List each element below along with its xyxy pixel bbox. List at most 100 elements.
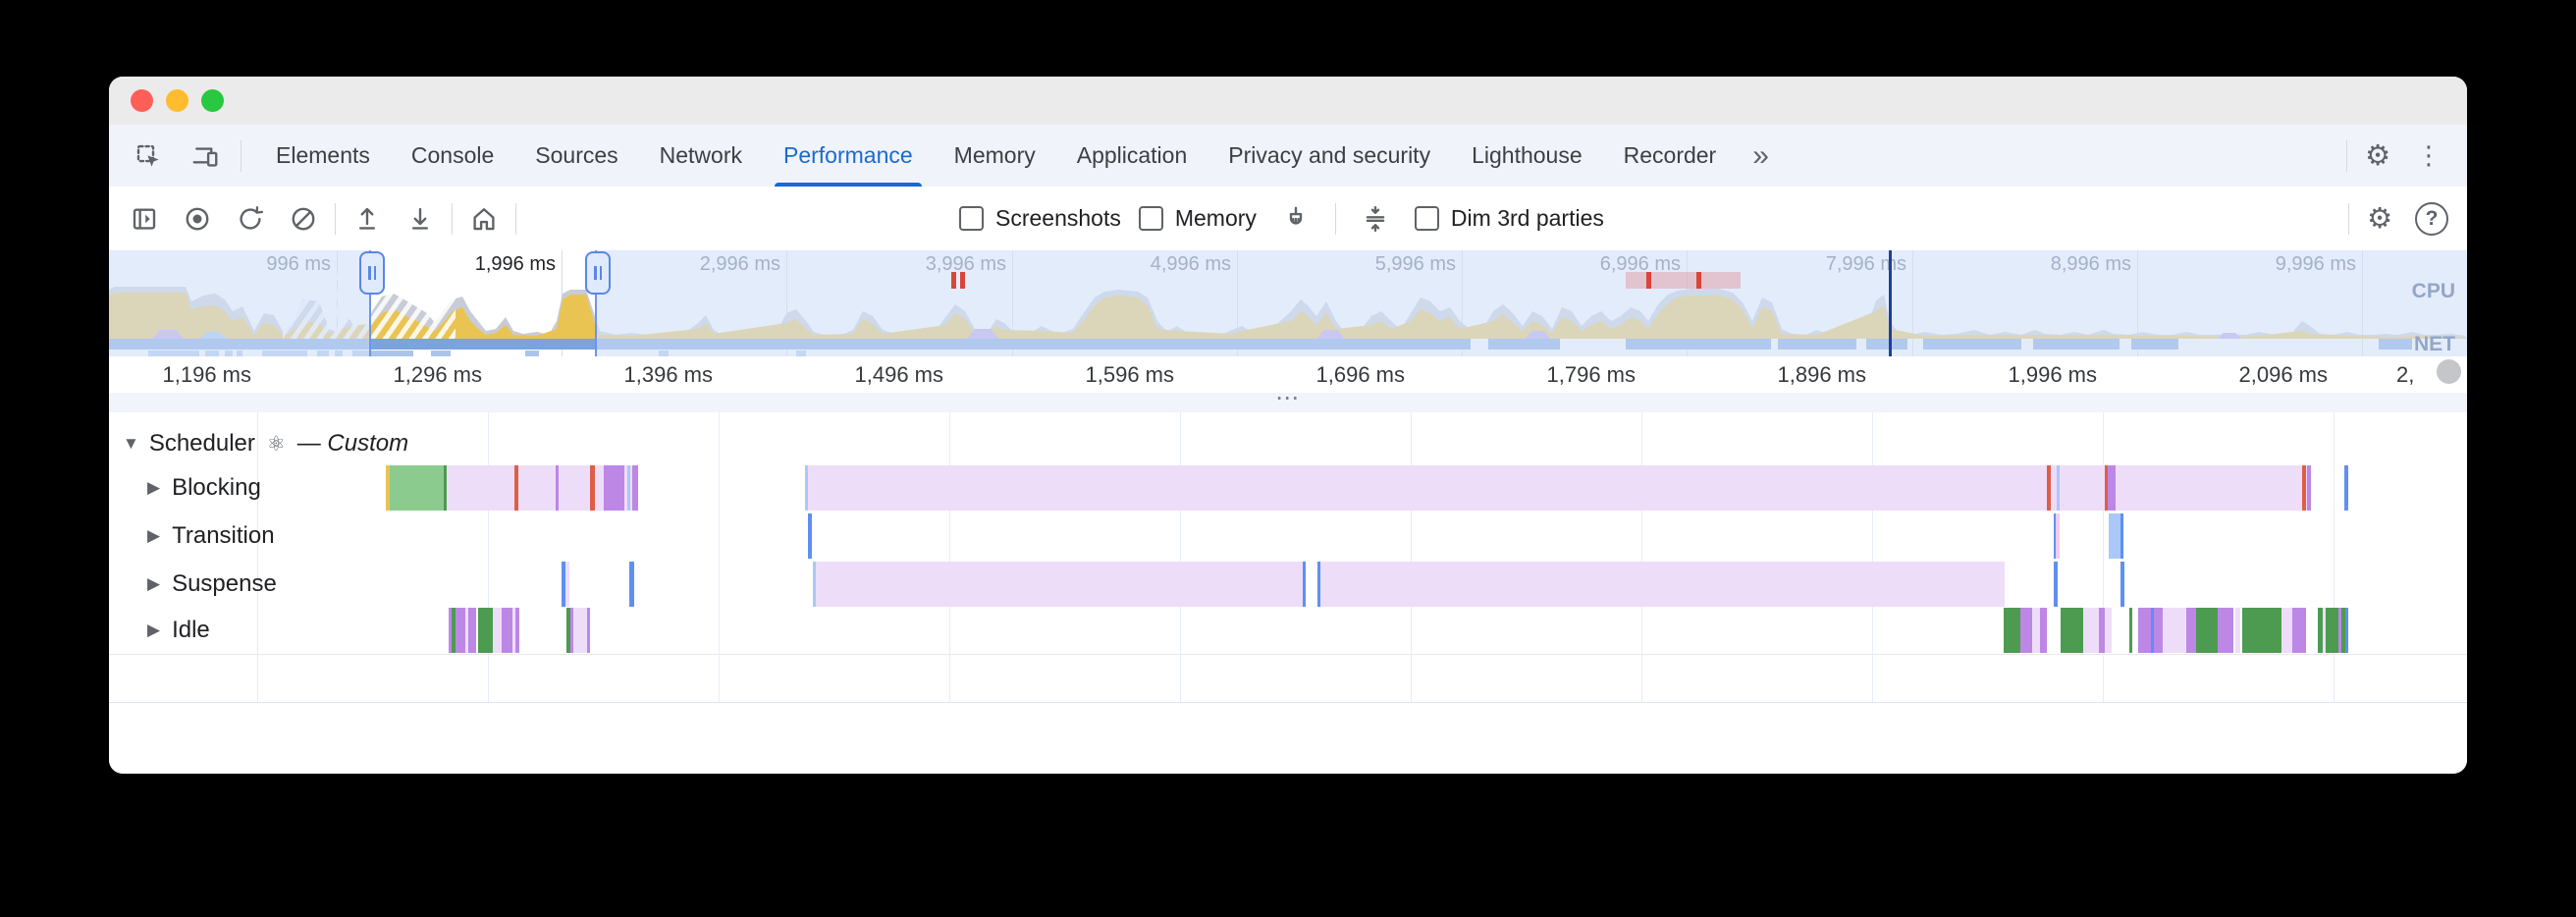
flame-bar-suspense[interactable]	[1320, 562, 2005, 607]
flame-bar-idle[interactable]	[2020, 608, 2032, 653]
flame-bar-blocking[interactable]	[2307, 465, 2311, 511]
flame-bar-blocking[interactable]	[556, 465, 559, 511]
flame-bar-idle[interactable]	[2004, 608, 2020, 653]
toggle-sidebar-icon[interactable]	[123, 197, 166, 241]
flame-bar-blocking[interactable]	[390, 465, 446, 511]
zoom-button[interactable]	[201, 89, 224, 112]
dim-3rd-parties-toggle[interactable]: Dim 3rd parties	[1414, 205, 1604, 232]
flame-bar-idle[interactable]	[2061, 608, 2083, 653]
flame-bar-transition[interactable]	[2056, 513, 2060, 559]
flame-bar-blocking[interactable]	[590, 465, 595, 511]
flame-bar-suspense[interactable]	[2120, 562, 2124, 607]
flame-bar-idle[interactable]	[2129, 608, 2132, 653]
flame-bar-idle[interactable]	[2138, 608, 2151, 653]
flame-bar-blocking[interactable]	[444, 465, 447, 511]
network-request-tick[interactable]	[525, 351, 539, 356]
flame-bar-blocking[interactable]	[2105, 465, 2108, 511]
flame-bar-idle[interactable]	[2186, 608, 2196, 653]
flame-bar-idle[interactable]	[2090, 608, 2099, 653]
flame-bar-blocking[interactable]	[595, 465, 604, 511]
screenshots-toggle[interactable]: Screenshots	[959, 205, 1121, 232]
flame-bar-idle[interactable]	[493, 608, 502, 653]
tab-memory[interactable]: Memory	[953, 142, 1036, 168]
kebab-menu-icon[interactable]: ⋮	[2416, 140, 2442, 170]
tab-recorder[interactable]: Recorder	[1623, 142, 1717, 168]
flame-bar-suspense[interactable]	[2054, 562, 2058, 607]
flame-bar-idle[interactable]	[2323, 608, 2326, 653]
flame-bar-transition[interactable]	[2054, 513, 2056, 559]
tab-console[interactable]: Console	[410, 142, 495, 168]
help-icon[interactable]: ?	[2410, 197, 2453, 241]
selection-edge-right[interactable]	[595, 250, 597, 356]
flame-bar-transition[interactable]	[2120, 513, 2123, 559]
flame-bar-blocking[interactable]	[805, 465, 2310, 511]
minimize-button[interactable]	[166, 89, 188, 112]
live-metrics-home-icon[interactable]	[462, 197, 506, 241]
flame-bar-idle[interactable]	[2235, 608, 2240, 653]
flame-bar-idle[interactable]	[2281, 608, 2292, 653]
row-label-blocking[interactable]: ▶Blocking	[147, 465, 261, 511]
screenshots-checkbox[interactable]	[959, 206, 984, 231]
flame-bar-blocking[interactable]	[630, 465, 632, 511]
flame-bar-blocking[interactable]	[2057, 465, 2060, 511]
flame-bar-blocking[interactable]	[447, 465, 594, 511]
flame-bar-idle[interactable]	[456, 608, 465, 653]
flame-bar-idle[interactable]	[2105, 608, 2112, 653]
flame-bar-blocking[interactable]	[514, 465, 518, 511]
flame-bar-idle[interactable]	[502, 608, 512, 653]
tab-sources[interactable]: Sources	[535, 142, 618, 168]
flame-bar-blocking[interactable]	[2344, 465, 2348, 511]
flame-bar-idle[interactable]	[2242, 608, 2281, 653]
expand-triangle-icon[interactable]: ▶	[147, 620, 161, 639]
flame-bar-idle[interactable]	[2318, 608, 2323, 653]
upload-profile-icon[interactable]	[346, 197, 389, 241]
flame-bar-idle[interactable]	[2032, 608, 2040, 653]
dim-3rd-parties-checkbox[interactable]	[1414, 206, 1439, 231]
expand-triangle-icon[interactable]: ▶	[147, 574, 161, 593]
record-and-reload-icon[interactable]	[229, 197, 272, 241]
flame-bar-suspense[interactable]	[562, 562, 565, 607]
panel-resize-handle[interactable]: ⋯	[109, 387, 2467, 413]
flame-bar-suspense[interactable]	[813, 562, 1305, 607]
flame-bar-idle[interactable]	[2154, 608, 2163, 653]
flame-bar-suspense[interactable]	[629, 562, 634, 607]
playhead-line[interactable]	[1889, 250, 1892, 356]
flame-bar-blocking[interactable]	[386, 465, 390, 511]
memory-checkbox[interactable]	[1138, 206, 1163, 231]
row-label-transition[interactable]: ▶Transition	[147, 513, 275, 559]
tab-lighthouse[interactable]: Lighthouse	[1472, 142, 1583, 168]
download-profile-icon[interactable]	[399, 197, 442, 241]
network-request-tick[interactable]	[431, 351, 451, 356]
flame-bar-blocking[interactable]	[805, 465, 808, 511]
expand-triangle-icon[interactable]: ▶	[147, 526, 161, 545]
flame-bar-idle[interactable]	[2218, 608, 2233, 653]
tab-privacy-and-security[interactable]: Privacy and security	[1228, 142, 1431, 168]
flame-bar-idle[interactable]	[478, 608, 493, 653]
flame-bar-idle[interactable]	[2345, 608, 2348, 653]
flame-bar-idle[interactable]	[2196, 608, 2218, 653]
timeline-overview[interactable]: 996 ms1,996 ms2,996 ms3,996 ms4,996 ms5,…	[109, 250, 2467, 356]
collect-garbage-icon[interactable]	[1274, 197, 1317, 241]
memory-toggle[interactable]: Memory	[1138, 205, 1257, 232]
flame-bar-idle[interactable]	[2151, 608, 2154, 653]
flame-bar-idle[interactable]	[587, 608, 590, 653]
flame-bar-suspense[interactable]	[1303, 562, 1306, 607]
close-button[interactable]	[131, 89, 153, 112]
flame-bar-blocking[interactable]	[627, 465, 630, 511]
vertical-scrollbar-thumb[interactable]	[2437, 359, 2461, 384]
flame-bar-idle[interactable]	[2083, 608, 2090, 653]
flame-bar-idle[interactable]	[2326, 608, 2338, 653]
record-icon[interactable]	[176, 197, 219, 241]
network-request-tick[interactable]	[352, 351, 413, 356]
flame-bar-idle[interactable]	[452, 608, 456, 653]
flame-bar-idle[interactable]	[468, 608, 476, 653]
flame-bar-idle[interactable]	[566, 608, 570, 653]
row-label-suspense[interactable]: ▶Suspense	[147, 562, 277, 607]
flame-bar-idle[interactable]	[512, 608, 515, 653]
flame-bar-idle[interactable]	[465, 608, 468, 653]
expand-triangle-icon[interactable]: ▶	[147, 478, 161, 497]
flame-bar-idle[interactable]	[2338, 608, 2341, 653]
flame-bar-transition[interactable]	[2109, 513, 2122, 559]
flame-bar-transition[interactable]	[808, 513, 812, 559]
flame-bar-blocking[interactable]	[2108, 465, 2116, 511]
